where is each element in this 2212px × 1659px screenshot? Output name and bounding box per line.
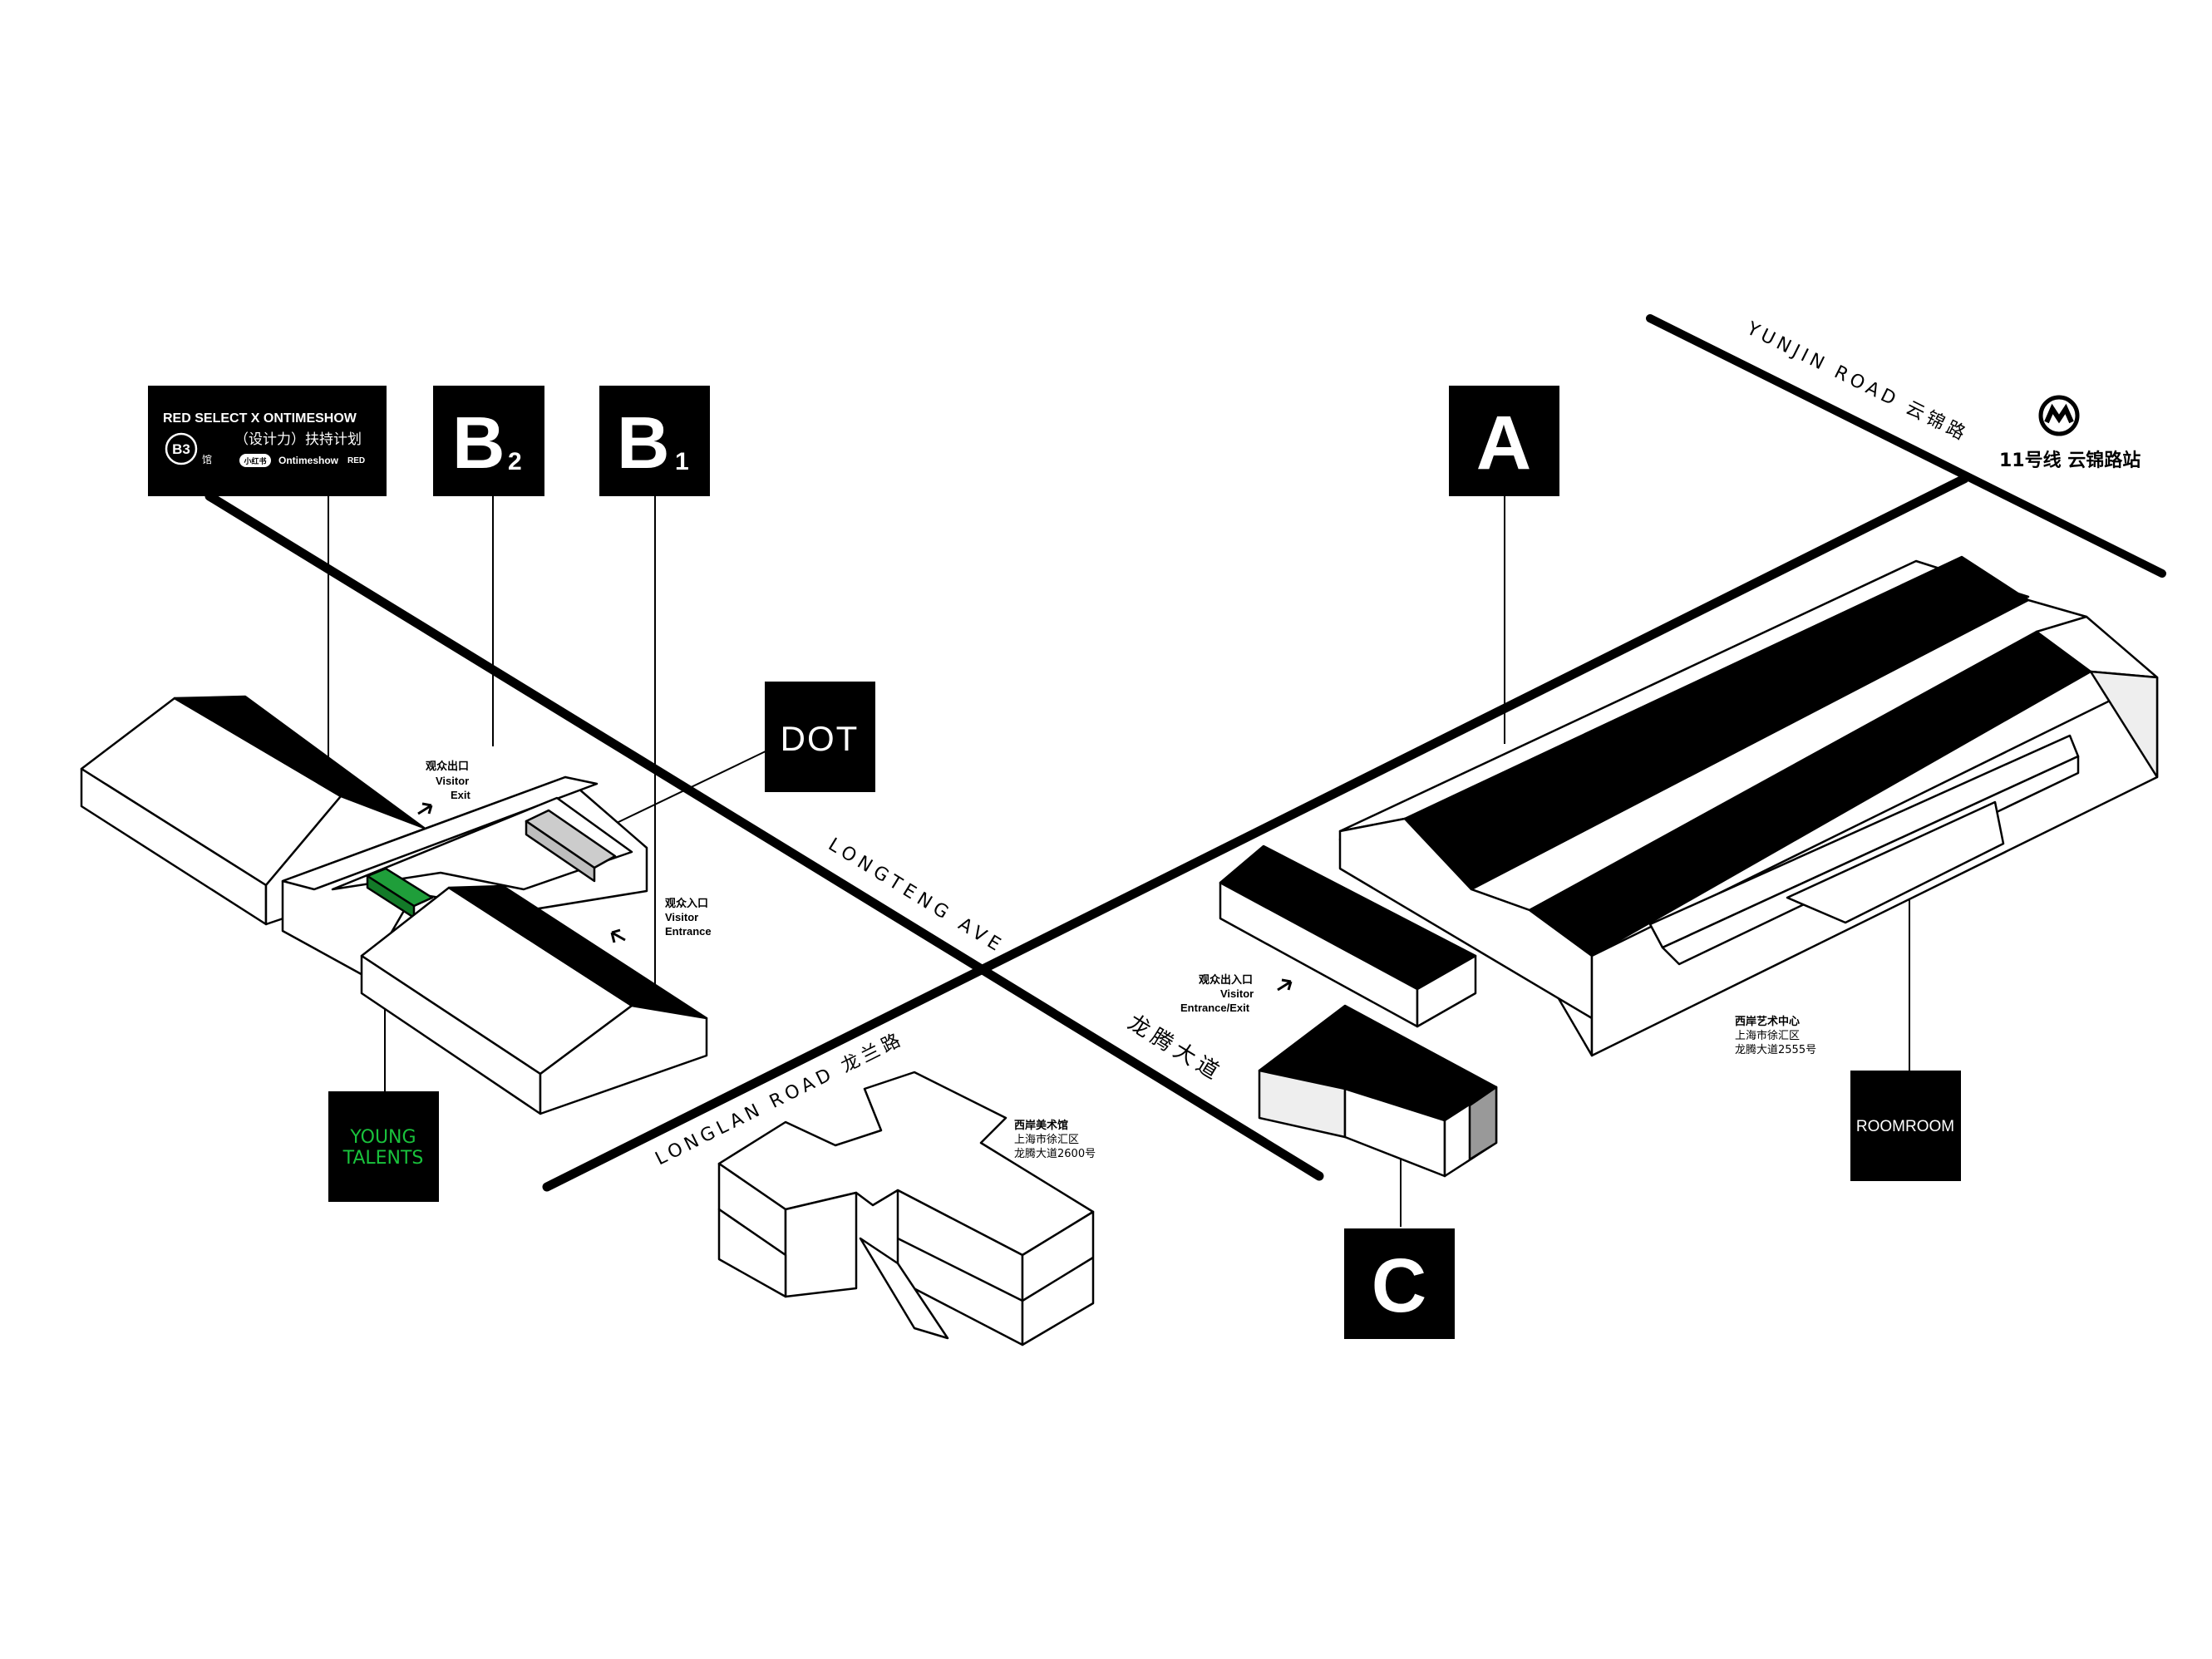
hall-a-letter: A	[1476, 401, 1531, 485]
hall-a-sign: A	[1449, 386, 1559, 496]
hall-b2-letter: B	[452, 401, 505, 484]
exit-cn: 观众出口	[426, 760, 469, 773]
hall-b2-sign: B 2	[433, 386, 544, 496]
visitor-exit-marker: 观众出口 Visitor Exit	[417, 760, 471, 815]
roomroom-sign: ROOMROOM	[1850, 1071, 1961, 1181]
museum-address: 龙腾大道2600号	[1014, 1147, 1096, 1160]
hall-b1-sub: 1	[675, 448, 689, 475]
logo-red: RED	[347, 456, 365, 465]
logo-xiaohongshu-pill	[239, 454, 271, 467]
b3-sign: RED SELECT X ONTIMESHOW B3 馆 （设计力）扶持计划 小…	[148, 386, 387, 496]
building-c	[1258, 1004, 1498, 1178]
road-label-longteng-en: LONGTENG AVE	[825, 834, 1008, 958]
dot-sign: DOT	[765, 682, 875, 792]
building-a	[1219, 555, 2159, 1057]
hall-b1-letter: B	[617, 401, 670, 484]
b3-badge-suffix: 馆	[202, 453, 212, 465]
logo-xiaohongshu: 小红书	[243, 456, 266, 466]
young-talents-line-1: YOUNG	[349, 1127, 416, 1148]
both-en-2: Entrance/Exit	[1180, 1002, 1250, 1014]
shanghai-metro-icon	[2038, 395, 2080, 436]
exit-arrow-icon	[417, 802, 433, 815]
address-west-bund-art-center: 西岸艺术中心 上海市徐汇区 龙腾大道2555号	[1735, 1015, 1816, 1056]
art-center-district: 上海市徐汇区	[1735, 1029, 1800, 1042]
b3-badge-circle	[165, 432, 198, 465]
hall-b1-sign: B 1	[599, 386, 710, 496]
young-talents-line-2: TALENTS	[342, 1148, 424, 1169]
entrance-cn: 观众入口	[665, 897, 708, 910]
entrance-en-2: Entrance	[665, 925, 712, 938]
hall-b2-sub: 2	[508, 448, 522, 475]
museum-name: 西岸美术馆	[1014, 1119, 1068, 1132]
address-west-bund-museum: 西岸美术馆 上海市徐汇区 龙腾大道2600号	[1014, 1119, 1096, 1160]
both-cn: 观众出入口	[1199, 973, 1253, 987]
roads	[204, 314, 2166, 1192]
roomroom-label: ROOMROOM	[1856, 1118, 1954, 1135]
b3-sign-title: RED SELECT X ONTIMESHOW	[163, 411, 357, 426]
museum-district: 上海市徐汇区	[1014, 1133, 1079, 1146]
entrance-exit-arrow-icon	[1277, 978, 1293, 992]
visitor-entrance-marker: 观众入口 Visitor Entrance	[610, 897, 712, 943]
metro-station: 11号线 云锦路站	[1999, 395, 2141, 471]
building-west-bund-museum	[717, 1071, 1095, 1346]
road-longlan	[542, 474, 1969, 1192]
art-center-name: 西岸艺术中心	[1735, 1015, 1800, 1028]
road-label-longteng-cn: 龙腾大道	[1123, 1010, 1227, 1086]
road-longteng	[204, 491, 1324, 1181]
road-yunjin	[1646, 314, 2166, 578]
dot-label: DOT	[781, 719, 860, 758]
logo-ontimeshow: Ontimeshow	[278, 455, 339, 466]
exit-en-2: Exit	[451, 789, 471, 801]
entrance-arrow-icon	[610, 928, 626, 943]
visitor-entrance-exit-marker: 观众出入口 Visitor Entrance/Exit	[1180, 973, 1293, 1014]
exit-en-1: Visitor	[436, 775, 469, 787]
entrance-en-1: Visitor	[665, 911, 698, 923]
both-en-1: Visitor	[1220, 987, 1254, 1000]
hall-c-sign: C	[1344, 1228, 1455, 1339]
building-b3-b1-complex	[80, 695, 708, 1115]
b3-badge: B3	[172, 441, 190, 457]
hall-c-letter: C	[1372, 1243, 1426, 1328]
b3-program: （设计力）扶持计划	[234, 431, 362, 448]
art-center-address: 龙腾大道2555号	[1735, 1043, 1816, 1056]
metro-label: 11号线 云锦路站	[1999, 450, 2141, 471]
young-talents-sign: YOUNG TALENTS	[328, 1091, 439, 1202]
